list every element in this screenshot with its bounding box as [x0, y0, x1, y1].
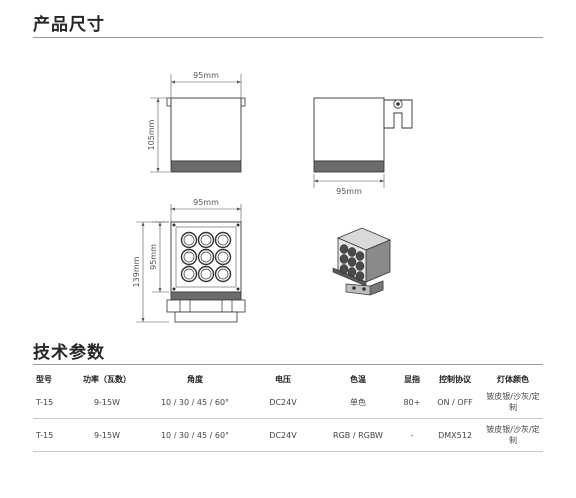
header-power: 功率（瓦数） — [83, 374, 131, 384]
cell-cri: 80+ — [397, 386, 427, 419]
top-view-drawing: 95mm 95mm 139mm — [132, 198, 246, 323]
cell-voltage: DC24V — [247, 418, 319, 452]
front-width-label: 95mm — [193, 71, 219, 80]
cell-color-temp: RGB / RGBW — [319, 418, 397, 452]
side-width-label: 95mm — [336, 187, 362, 196]
section-title-dimensions: 产品尺寸 — [33, 15, 105, 35]
cell-cri: - — [397, 418, 427, 452]
cell-angle: 10 / 30 / 45 / 60° — [143, 418, 247, 452]
cell-angle: 10 / 30 / 45 / 60° — [143, 386, 247, 419]
side-view-drawing: 95mm — [313, 97, 413, 196]
top-depth-label: 95mm — [149, 244, 158, 270]
specs-table: 型号 功率（瓦数） 角度 电压 色温 显指 控制协议 灯体颜色 T-15 9-1… — [33, 372, 543, 452]
header-cri: 显指 — [404, 374, 420, 384]
section-divider — [33, 37, 543, 38]
cell-control: ON / OFF — [427, 386, 483, 419]
section-title-specs: 技术参数 — [33, 343, 105, 363]
header-angle: 角度 — [187, 374, 203, 384]
header-color-temp: 色温 — [350, 374, 366, 384]
cell-control: DMX512 — [427, 418, 483, 452]
front-height-label: 105mm — [147, 119, 156, 150]
cell-model: T-15 — [33, 418, 71, 452]
cell-model: T-15 — [33, 386, 71, 419]
cell-power: 9-15W — [71, 386, 143, 419]
top-width-label: 95mm — [193, 198, 219, 207]
front-view-drawing: 95mm 105mm — [147, 71, 246, 173]
cell-body-color: 铍皮银/沙灰/定制 — [483, 418, 543, 452]
cell-body-color: 铍皮银/沙灰/定制 — [483, 386, 543, 419]
table-row: T-15 9-15W 10 / 30 / 45 / 60° DC24V RGB … — [33, 418, 543, 452]
cell-power: 9-15W — [71, 418, 143, 452]
table-row: T-15 9-15W 10 / 30 / 45 / 60° DC24V 单色 8… — [33, 386, 543, 419]
table-header-row: 型号 功率（瓦数） 角度 电压 色温 显指 控制协议 灯体颜色 — [33, 372, 543, 386]
cell-color-temp: 单色 — [319, 386, 397, 419]
cell-voltage: DC24V — [247, 386, 319, 419]
section-divider — [33, 364, 543, 365]
dimension-drawings: 95mm 105mm 95mm 95mm — [132, 71, 413, 323]
header-model: 型号 — [36, 374, 52, 384]
header-control: 控制协议 — [439, 374, 471, 384]
header-voltage: 电压 — [275, 374, 291, 384]
perspective-view-drawing — [332, 227, 392, 296]
top-total-label: 139mm — [132, 256, 141, 287]
header-body-color: 灯体颜色 — [497, 374, 529, 384]
